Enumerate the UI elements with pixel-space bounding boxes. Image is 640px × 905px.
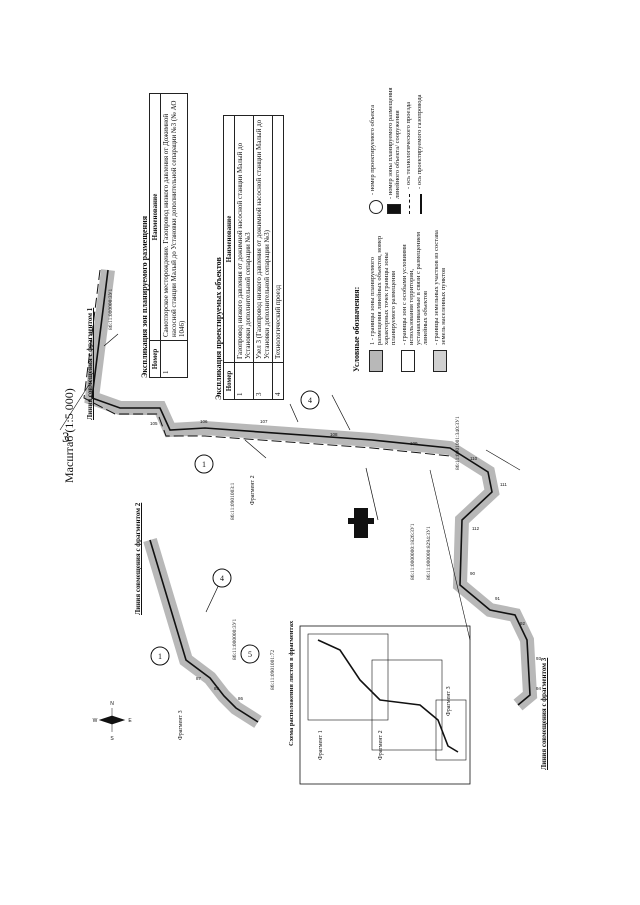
table-cell: 1: [160, 340, 188, 378]
point-number: 109: [410, 441, 418, 446]
placement-table-block: Экспликация зон планируемого размещения …: [140, 93, 188, 378]
land-swatch: [433, 350, 447, 372]
compass-rose: [98, 708, 126, 732]
alignment-line-fragment-3: Линия совмещения с фрагментом 3: [540, 657, 548, 770]
land-plot-boundary: [59, 379, 521, 641]
point-number: 87: [196, 676, 202, 681]
pipeline-axis: [91, 269, 531, 706]
placement-zone-left: [143, 537, 262, 728]
circle-markers: [150, 390, 320, 666]
table-cell: 1: [234, 362, 254, 400]
point-number: 91: [495, 596, 501, 601]
table-cell: 3: [253, 362, 273, 400]
fragment-2-label: Фрагмент 2: [250, 475, 256, 505]
legend-item: - ось технологического проезда: [405, 64, 412, 214]
point-number: 85: [214, 686, 220, 691]
table-cell: Узел 3 (Газопровод низкого давления от д…: [253, 115, 273, 363]
point-number: 110: [470, 456, 478, 461]
objects-table: Номер Наименование 1 Газопровод низкого …: [223, 115, 284, 400]
point-number: 107: [260, 419, 268, 424]
road-axis-icon: [409, 194, 411, 214]
point-number: 92: [520, 621, 526, 626]
compass-s: S: [110, 736, 114, 742]
pipeline-axis-icon: [420, 194, 423, 214]
table-cell: Самотлорское месторождение. Газопровод н…: [160, 93, 188, 341]
alignment-line-fragment-2: Линия совмещения с фрагментом 2: [134, 502, 142, 615]
point-number: 112: [472, 526, 480, 531]
object-number-icon: [369, 200, 383, 214]
legend-item: - границы земельных участков из состава …: [433, 222, 447, 372]
compass-n: N: [110, 701, 114, 707]
compass-w: W: [93, 718, 98, 724]
point-number: 106: [200, 419, 208, 424]
table-header: Наименование: [149, 93, 161, 341]
point-number: 108: [330, 432, 338, 437]
compass-e: E: [128, 718, 132, 724]
table-row: 1 Газопровод низкого давления от дожимно…: [234, 115, 254, 400]
legend-item: - номер зоны планируемого размещения лин…: [387, 64, 401, 214]
zone-swatch: [369, 350, 383, 372]
circle-label: 4: [308, 396, 312, 405]
fragment-scheme-frame: [299, 625, 471, 785]
cadastral-number: 86:11:000000:8294:3У1: [426, 526, 432, 580]
table-header: Наименование: [223, 115, 235, 363]
cadastral-number: 86:11:000000:3У1: [108, 288, 114, 330]
circle-label: 4: [220, 574, 224, 583]
leader-lines: [103, 333, 379, 613]
objects-table-block: Экспликация проектируемых объектов Номер…: [214, 115, 284, 400]
legend-item: - границы зон с особыми условиями исполь…: [401, 222, 429, 372]
cadastral-number: 86:11:0000000:1826:3У1: [410, 523, 416, 580]
scheme-label-fragment-3: Фрагмент 3: [446, 686, 452, 716]
objects-table-caption: Экспликация проектируемых объектов: [214, 257, 223, 400]
point-number: 86: [238, 696, 244, 701]
pipeline-axis-left: [149, 539, 259, 723]
fragment-3-box: [435, 699, 467, 761]
legend-item: - номер проектируемого объекта: [369, 64, 383, 214]
circle-label: 5: [248, 650, 252, 659]
scheme-title: Схема расположения листов в фрагментах: [288, 620, 295, 746]
table-header: Номер: [149, 340, 161, 378]
placement-table: Номер Наименование 1 Самотлорское местор…: [149, 93, 188, 378]
table-row: 1 Самотлорское месторождение. Газопровод…: [160, 93, 188, 378]
fragment-2-box: [371, 659, 443, 751]
circle-label: 1: [158, 652, 162, 661]
legend-block: Условные обозначения: 1 - границы зоны п…: [352, 64, 447, 372]
road-axis: [83, 269, 451, 457]
legend-item: 1 - границы зоны планируемого размещения…: [369, 222, 397, 372]
cadastral-number: 86:11:0901001:340:3У1: [455, 416, 461, 470]
scale-label: Масштаб (1:5 000): [62, 388, 76, 483]
fragment-1-box: [307, 633, 389, 721]
cadastral-number: 86:11:0901001:72: [270, 649, 276, 690]
fragment-3-label: Фрагмент 3: [178, 710, 184, 740]
circle-label: 1: [202, 460, 206, 469]
legend-item: - ось проектируемого газопровода: [416, 64, 423, 214]
table-cell: Технологический проезд: [272, 115, 284, 363]
table-cell: 4: [272, 362, 284, 400]
legend-title: Условные обозначения:: [352, 286, 361, 372]
placement-table-caption: Экспликация зон планируемого размещения: [140, 215, 149, 378]
scheme-label-fragment-2: Фрагмент 2: [378, 730, 384, 760]
cadastral-number: 86:11:000000:3У1: [232, 618, 238, 660]
table-cell: Газопровод низкого давления от дожимной …: [234, 115, 254, 363]
cadastral-number: 86:11:0901003:1: [230, 482, 236, 520]
table-header: Номер: [223, 362, 235, 400]
scheme-pipeline: [317, 639, 459, 753]
point-number: 105: [150, 421, 158, 426]
alignment-line-fragment-1: Линия совмещения с фрагментом 1: [86, 307, 94, 420]
table-row: 3 Узел 3 (Газопровод низкого давления от…: [253, 115, 273, 400]
scheme-label-fragment-1: Фрагмент 1: [318, 730, 324, 760]
point-number: 111: [500, 482, 507, 487]
table-row: 4 Технологический проезд: [272, 115, 284, 400]
zone-number-icon: [387, 204, 401, 214]
point-number: 94: [536, 686, 542, 691]
boundary-swatch: [401, 350, 415, 372]
point-number: 93: [536, 656, 542, 661]
page-number: 3: [62, 430, 70, 446]
point-number: 90: [470, 571, 476, 576]
